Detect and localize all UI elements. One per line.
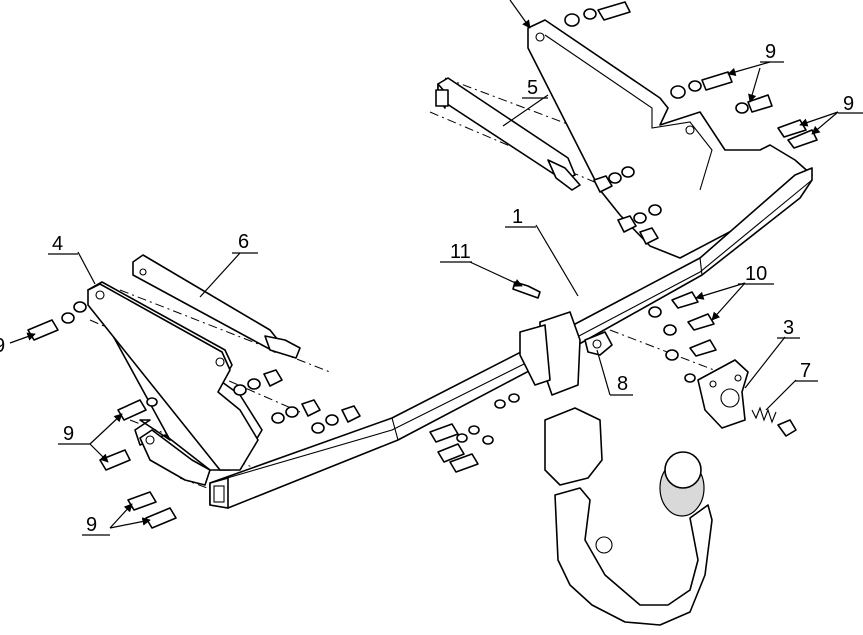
part-11-small-bolt bbox=[512, 281, 541, 299]
callout-10: 10 bbox=[745, 263, 767, 285]
callout-9-right: 9 bbox=[843, 93, 854, 115]
callout-4: 4 bbox=[52, 233, 63, 255]
callout-9-lower-left: 9 bbox=[63, 423, 74, 445]
part-6-left-strap bbox=[132, 254, 301, 359]
nuts-right-middle bbox=[593, 166, 662, 245]
right-side-bracket bbox=[527, 19, 813, 259]
callout-5: 5 bbox=[527, 77, 538, 99]
part-1-crossbar bbox=[209, 167, 813, 509]
part-3-socket-plate bbox=[697, 359, 749, 429]
callout-9-bottom-left: 9 bbox=[86, 514, 97, 536]
bolts-group-10 bbox=[648, 291, 717, 383]
bolts-center-bottom bbox=[429, 393, 520, 473]
callout-1: 1 bbox=[512, 206, 523, 228]
callout-9-left: 9 bbox=[0, 335, 5, 357]
bolts-right-top bbox=[564, 1, 818, 149]
part-7-spring-and-nut bbox=[751, 406, 797, 437]
callout-9-top: 9 bbox=[765, 41, 776, 63]
callout-11: 11 bbox=[450, 241, 471, 263]
part-8-receiver-plate bbox=[584, 331, 613, 356]
callout-8: 8 bbox=[617, 373, 628, 395]
ball-mount-neck bbox=[544, 407, 713, 626]
part-5-right-strap bbox=[435, 77, 581, 191]
nuts-left-middle bbox=[233, 369, 361, 434]
leader-lines bbox=[9, 0, 839, 529]
callout-7: 7 bbox=[800, 360, 811, 382]
callout-labels: 5 9 9 1 11 6 4 9 9 9 10 3 7 8 bbox=[0, 41, 854, 536]
callout-3: 3 bbox=[783, 317, 794, 339]
label-underlines bbox=[48, 61, 863, 536]
left-side-bracket bbox=[87, 281, 263, 486]
callout-6: 6 bbox=[238, 231, 249, 253]
